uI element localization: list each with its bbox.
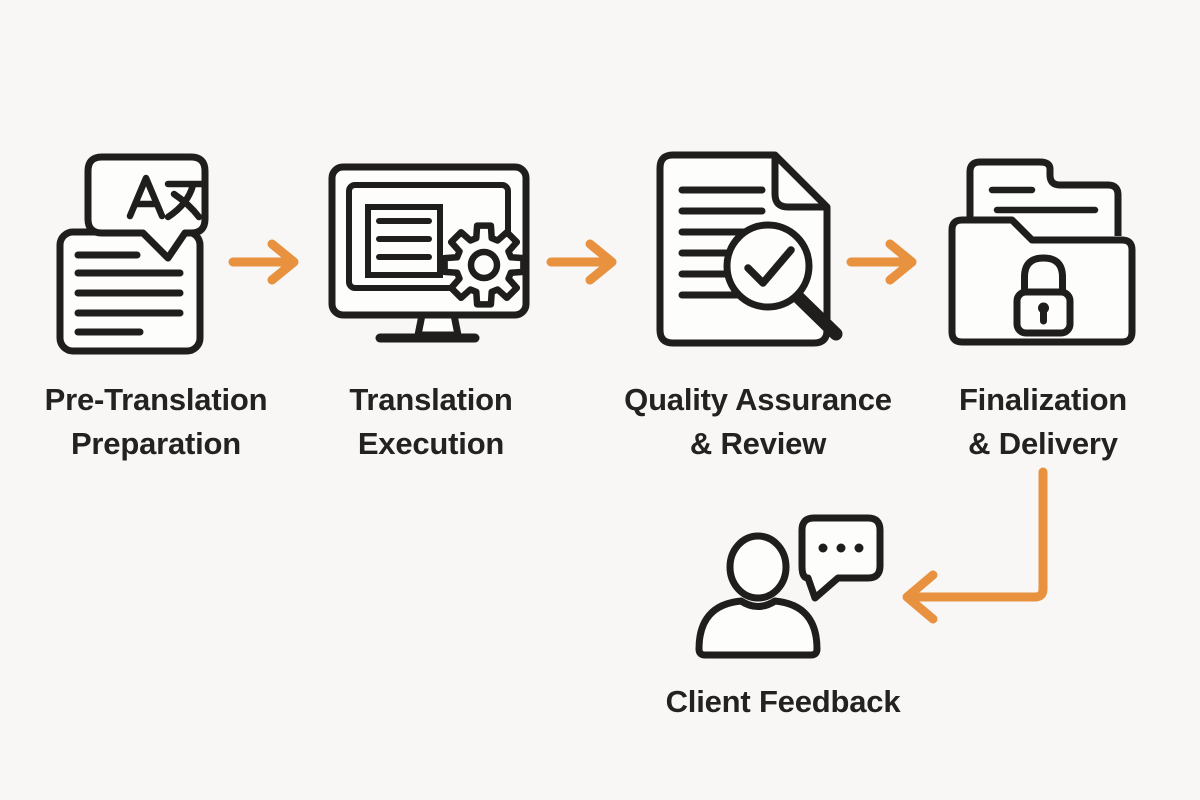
- label-line: Client Feedback: [665, 684, 901, 719]
- stage-label-pre-translation-preparation: Pre-Translation Preparation: [6, 378, 306, 466]
- stage-label-translation-execution: Translation Execution: [331, 378, 531, 466]
- label-line: Execution: [357, 426, 505, 461]
- monitor-gear-icon: [328, 163, 530, 343]
- stage-label-quality-assurance-review: Quality Assurance & Review: [608, 378, 908, 466]
- label-line: Preparation: [70, 426, 242, 461]
- label-line: Translation: [349, 382, 513, 417]
- flow-arrow-3: [844, 237, 930, 287]
- document-magnifier-check-icon: [653, 150, 848, 350]
- folder-lock-icon: [946, 156, 1136, 348]
- label-line: & Review: [689, 426, 827, 461]
- flow-arrow-1: [226, 237, 312, 287]
- label-line: & Delivery: [968, 426, 1118, 461]
- label-line: Quality Assurance: [624, 382, 892, 417]
- translation-document-icon: [55, 146, 210, 358]
- flow-arrow-2: [544, 237, 630, 287]
- stage-label-client-feedback: Client Feedback: [633, 680, 933, 724]
- label-line: Pre-Translation: [44, 382, 268, 417]
- label-line: Finalization: [958, 382, 1128, 417]
- stage-label-finalization-delivery: Finalization & Delivery: [943, 378, 1143, 466]
- person-chat-icon: [693, 510, 888, 660]
- flow-arrow-feedback: [895, 467, 1055, 624]
